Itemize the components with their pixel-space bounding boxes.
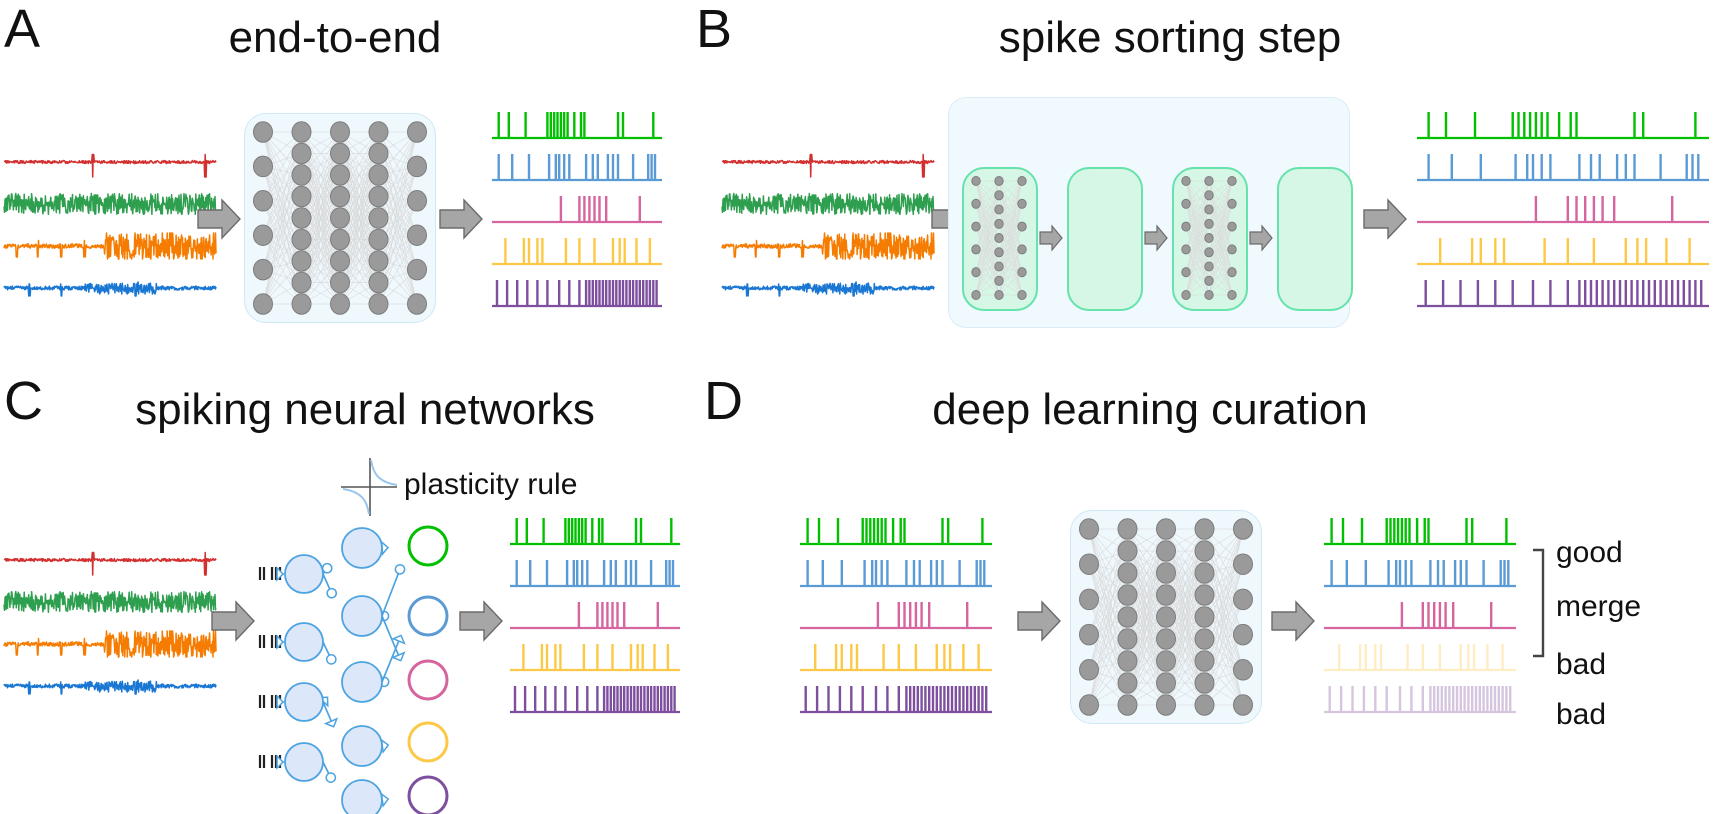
panel-b-arrow-s1-s2 <box>1039 224 1063 252</box>
panel-a-output-rasters <box>490 104 668 316</box>
plasticity-rule-icon <box>337 456 401 518</box>
panel-d-arrow-2 <box>1270 600 1316 642</box>
panel-d-input-rasters <box>798 510 998 722</box>
panel-a-arrow-2 <box>438 198 484 240</box>
panel-a-input-traces <box>2 140 222 310</box>
curation-label-merge: merge <box>1556 590 1642 623</box>
panel-d-letter: D <box>704 371 743 431</box>
merge-bracket <box>1530 548 1548 658</box>
panel-d-title: deep learning curation <box>932 385 1368 434</box>
panel-c-output-rasters <box>508 510 686 722</box>
panel-b-output-rasters <box>1415 104 1715 316</box>
plasticity-rule-label: plasticity rule <box>404 468 578 501</box>
panel-d-arrow-1 <box>1016 600 1062 642</box>
panel-c-input-traces <box>2 538 222 708</box>
panel-d-network-container <box>1070 510 1262 724</box>
panel-b-arrow-s3-s4 <box>1249 224 1273 252</box>
panel-c: C spiking neural networks plasticity rul… <box>0 368 690 814</box>
panel-b-letter: B <box>696 0 733 59</box>
panel-c-arrow-1 <box>210 600 256 642</box>
panel-b-stage-3[interactable] <box>1172 167 1248 311</box>
curation-label-bad-2: bad <box>1556 698 1607 731</box>
panel-b-stage-2[interactable] <box>1067 167 1143 311</box>
panel-b-arrow-s2-s3 <box>1144 224 1168 252</box>
panel-c-arrow-2 <box>458 600 504 642</box>
panel-b-arrow-out <box>1362 198 1408 240</box>
panel-b-stage-1[interactable] <box>962 167 1038 311</box>
panel-a-network-container <box>244 113 436 323</box>
panel-d-output-rasters <box>1322 510 1522 722</box>
panel-a: A end-to-end <box>0 0 690 360</box>
panel-c-letter: C <box>4 371 43 431</box>
curation-label-bad-1: bad <box>1556 648 1607 681</box>
panel-b: B spike sorting step <box>690 0 1725 360</box>
panel-d: D deep learning curation good merge bad … <box>690 368 1725 814</box>
panel-a-letter: A <box>4 0 41 59</box>
panel-a-title: end-to-end <box>228 13 442 62</box>
panel-a-arrow-1 <box>196 198 242 240</box>
panel-c-title: spiking neural networks <box>135 385 595 434</box>
panel-b-input-traces <box>720 140 940 310</box>
curation-label-good: good <box>1556 536 1623 569</box>
panel-c-snn-diagram <box>258 520 466 814</box>
panel-b-stage-4[interactable] <box>1277 167 1353 311</box>
panel-b-title: spike sorting step <box>998 13 1342 62</box>
